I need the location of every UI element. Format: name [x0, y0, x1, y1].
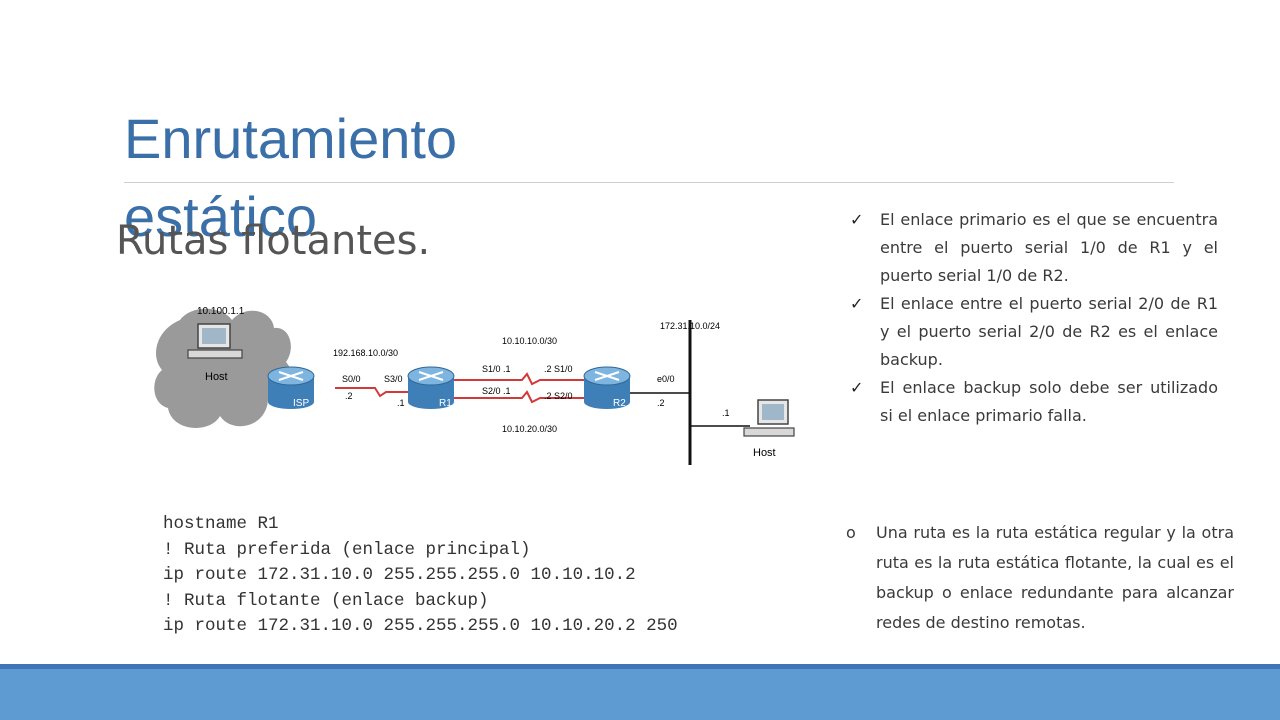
net-isp-r1: 192.168.10.0/30: [333, 348, 398, 358]
slide-subtitle: Rutas flotantes.: [116, 218, 431, 264]
bullet-text: El enlace backup solo debe ser utilizado…: [880, 378, 1218, 425]
bullet-list: ✓ El enlace primario es el que se encuent…: [846, 206, 1218, 430]
host-right-addr: .1: [722, 408, 730, 418]
link-isp-r1: [335, 387, 408, 398]
net-backup: 10.10.20.0/30: [502, 424, 557, 434]
check-icon: ✓: [850, 378, 864, 397]
link-primary: [450, 372, 588, 386]
isp-port: S0/0: [342, 374, 361, 384]
title-divider: [124, 182, 1174, 183]
host-right-icon: [743, 399, 795, 437]
router-r1-icon: [407, 366, 455, 409]
bullet-item: ✓ El enlace primario es el que se encuent…: [846, 206, 1218, 290]
note-block: o Una ruta es la ruta estática regular y…: [846, 518, 1234, 638]
slide-title: Enrutamiento estático: [124, 107, 458, 248]
router-isp-icon: [267, 366, 315, 409]
r2-s2: .2 S2/0: [544, 391, 573, 401]
r1-s2: S2/0 .1: [482, 386, 511, 396]
host-left-label: Host: [205, 371, 228, 383]
config-code-block: hostname R1 ! Ruta preferida (enlace prin…: [163, 512, 678, 640]
host-right-label: Host: [753, 447, 776, 459]
note-marker: o: [846, 523, 856, 542]
check-icon: ✓: [850, 210, 864, 229]
bullet-text: El enlace primario es el que se encuentr…: [880, 210, 1218, 285]
network-diagram: 10.100.1.1 Host ISP R1 R2 192.168.10.0/3…: [154, 306, 795, 465]
isp-label: ISP: [293, 398, 309, 409]
check-icon: ✓: [850, 294, 864, 313]
host-left-ip: 10.100.1.1: [197, 306, 245, 317]
r1-label: R1: [439, 398, 452, 409]
net-primary: 10.10.10.0/30: [502, 336, 557, 346]
bullet-item: ✓ El enlace backup solo debe ser utilizad…: [846, 374, 1218, 430]
isp-addr: .2: [345, 391, 353, 401]
r1-addr-isp: .1: [397, 398, 405, 408]
net-lan: 172.31.10.0/24: [660, 321, 720, 331]
router-r2-icon: [583, 366, 631, 409]
note-text: Una ruta es la ruta estática regular y l…: [876, 523, 1234, 632]
bullet-item: ✓ El enlace entre el puerto serial 2/0 de…: [846, 290, 1218, 374]
r2-e0-addr: .2: [657, 398, 665, 408]
r1-s1: S1/0 .1: [482, 364, 511, 374]
config-line: ip route 172.31.10.0 255.255.255.0 10.10…: [163, 616, 678, 636]
config-line: hostname R1: [163, 514, 279, 534]
r2-label: R2: [613, 398, 626, 409]
bullet-text: El enlace entre el puerto serial 2/0 de …: [880, 294, 1218, 369]
footer-bar: [0, 669, 1280, 720]
config-line: ip route 172.31.10.0 255.255.255.0 10.10…: [163, 565, 636, 585]
internet-cloud: [154, 308, 292, 428]
r2-e0: e0/0: [657, 374, 675, 384]
r2-s1: .2 S1/0: [544, 364, 573, 374]
config-line: ! Ruta preferida (enlace principal): [163, 539, 531, 560]
footer-accent-strip: [0, 664, 1280, 669]
r1-port-isp: S3/0: [384, 374, 403, 384]
link-backup: [450, 390, 588, 404]
host-left-icon: [187, 323, 243, 359]
config-line: ! Ruta flotante (enlace backup): [163, 590, 489, 611]
